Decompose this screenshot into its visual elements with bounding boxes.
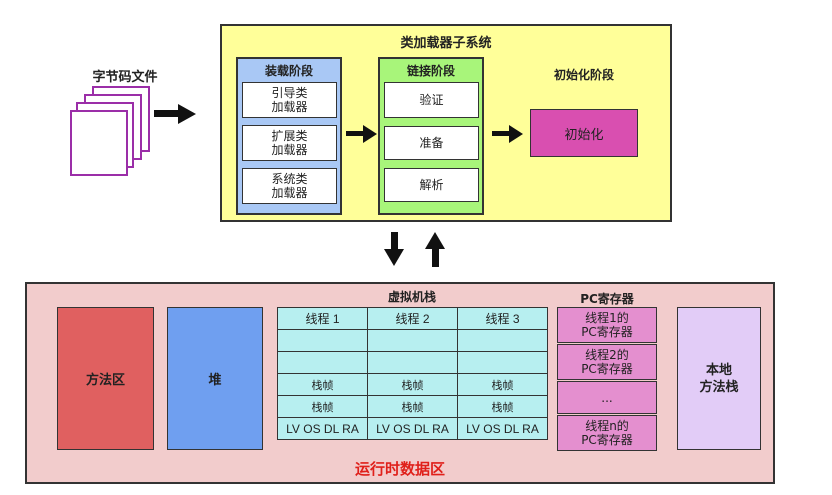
prepare-step: 准备 — [384, 126, 479, 160]
resolve-step: 解析 — [384, 168, 479, 202]
stack-frame-cell: 栈帧 — [277, 395, 368, 418]
stack-frame-cell: 栈帧 — [457, 395, 548, 418]
vm-stack-row — [277, 329, 548, 352]
thread-header: 线程 2 — [367, 307, 458, 330]
system-loader: 系统类 加载器 — [242, 168, 337, 204]
vm-stack-row: 栈帧 栈帧 栈帧 — [277, 395, 548, 418]
verify-step: 验证 — [384, 82, 479, 118]
vm-stack-table: 线程 1 线程 2 线程 3 栈帧 栈帧 栈帧 栈帧 栈帧 栈帧 LV OS D… — [277, 307, 548, 440]
vm-stack-header-row: 线程 1 线程 2 线程 3 — [277, 307, 548, 330]
pc-register-cell: 线程1的 PC寄存器 — [557, 307, 657, 343]
pc-register-cell: 线程n的 PC寄存器 — [557, 415, 657, 451]
stack-frame-cell: 栈帧 — [457, 373, 548, 396]
bytecode-label: 字节码文件 — [92, 70, 158, 85]
vm-stack-row: 栈帧 栈帧 栈帧 — [277, 373, 548, 396]
stack-frame-cell: 栈帧 — [367, 395, 458, 418]
native-method-stack: 本地 方法栈 — [677, 307, 761, 450]
bootstrap-loader: 引导类 加载器 — [242, 82, 337, 118]
vm-stack-cell — [367, 329, 458, 352]
runtime-title: 运行时数据区 — [354, 460, 445, 478]
vm-stack-cell — [277, 329, 368, 352]
vm-stack-cell — [367, 351, 458, 374]
subsystem-title: 类加载器子系统 — [400, 36, 492, 51]
extension-loader: 扩展类 加载器 — [242, 125, 337, 161]
frame-detail-cell: LV OS DL RA — [277, 417, 368, 440]
init-box: 初始化 — [530, 109, 638, 157]
vm-stack-title: 虚拟机栈 — [387, 290, 436, 304]
frame-detail-cell: LV OS DL RA — [367, 417, 458, 440]
vm-stack-row — [277, 351, 548, 374]
thread-header: 线程 1 — [277, 307, 368, 330]
pc-register-cell: ... — [557, 381, 657, 414]
vm-stack-cell — [457, 351, 548, 374]
pc-register-cell: 线程2的 PC寄存器 — [557, 344, 657, 380]
thread-header: 线程 3 — [457, 307, 548, 330]
method-area: 方法区 — [57, 307, 154, 450]
vm-stack-cell — [277, 351, 368, 374]
vm-stack-cell — [457, 329, 548, 352]
pc-register-title: PC寄存器 — [580, 292, 634, 306]
loading-phase-title: 装载阶段 — [264, 64, 313, 78]
stack-frame-cell: 栈帧 — [277, 373, 368, 396]
vm-stack-row: LV OS DL RA LV OS DL RA LV OS DL RA — [277, 417, 548, 440]
init-phase-title: 初始化阶段 — [553, 68, 614, 82]
heap: 堆 — [167, 307, 263, 450]
stack-frame-cell: 栈帧 — [367, 373, 458, 396]
frame-detail-cell: LV OS DL RA — [457, 417, 548, 440]
linking-phase-title: 链接阶段 — [406, 64, 455, 78]
